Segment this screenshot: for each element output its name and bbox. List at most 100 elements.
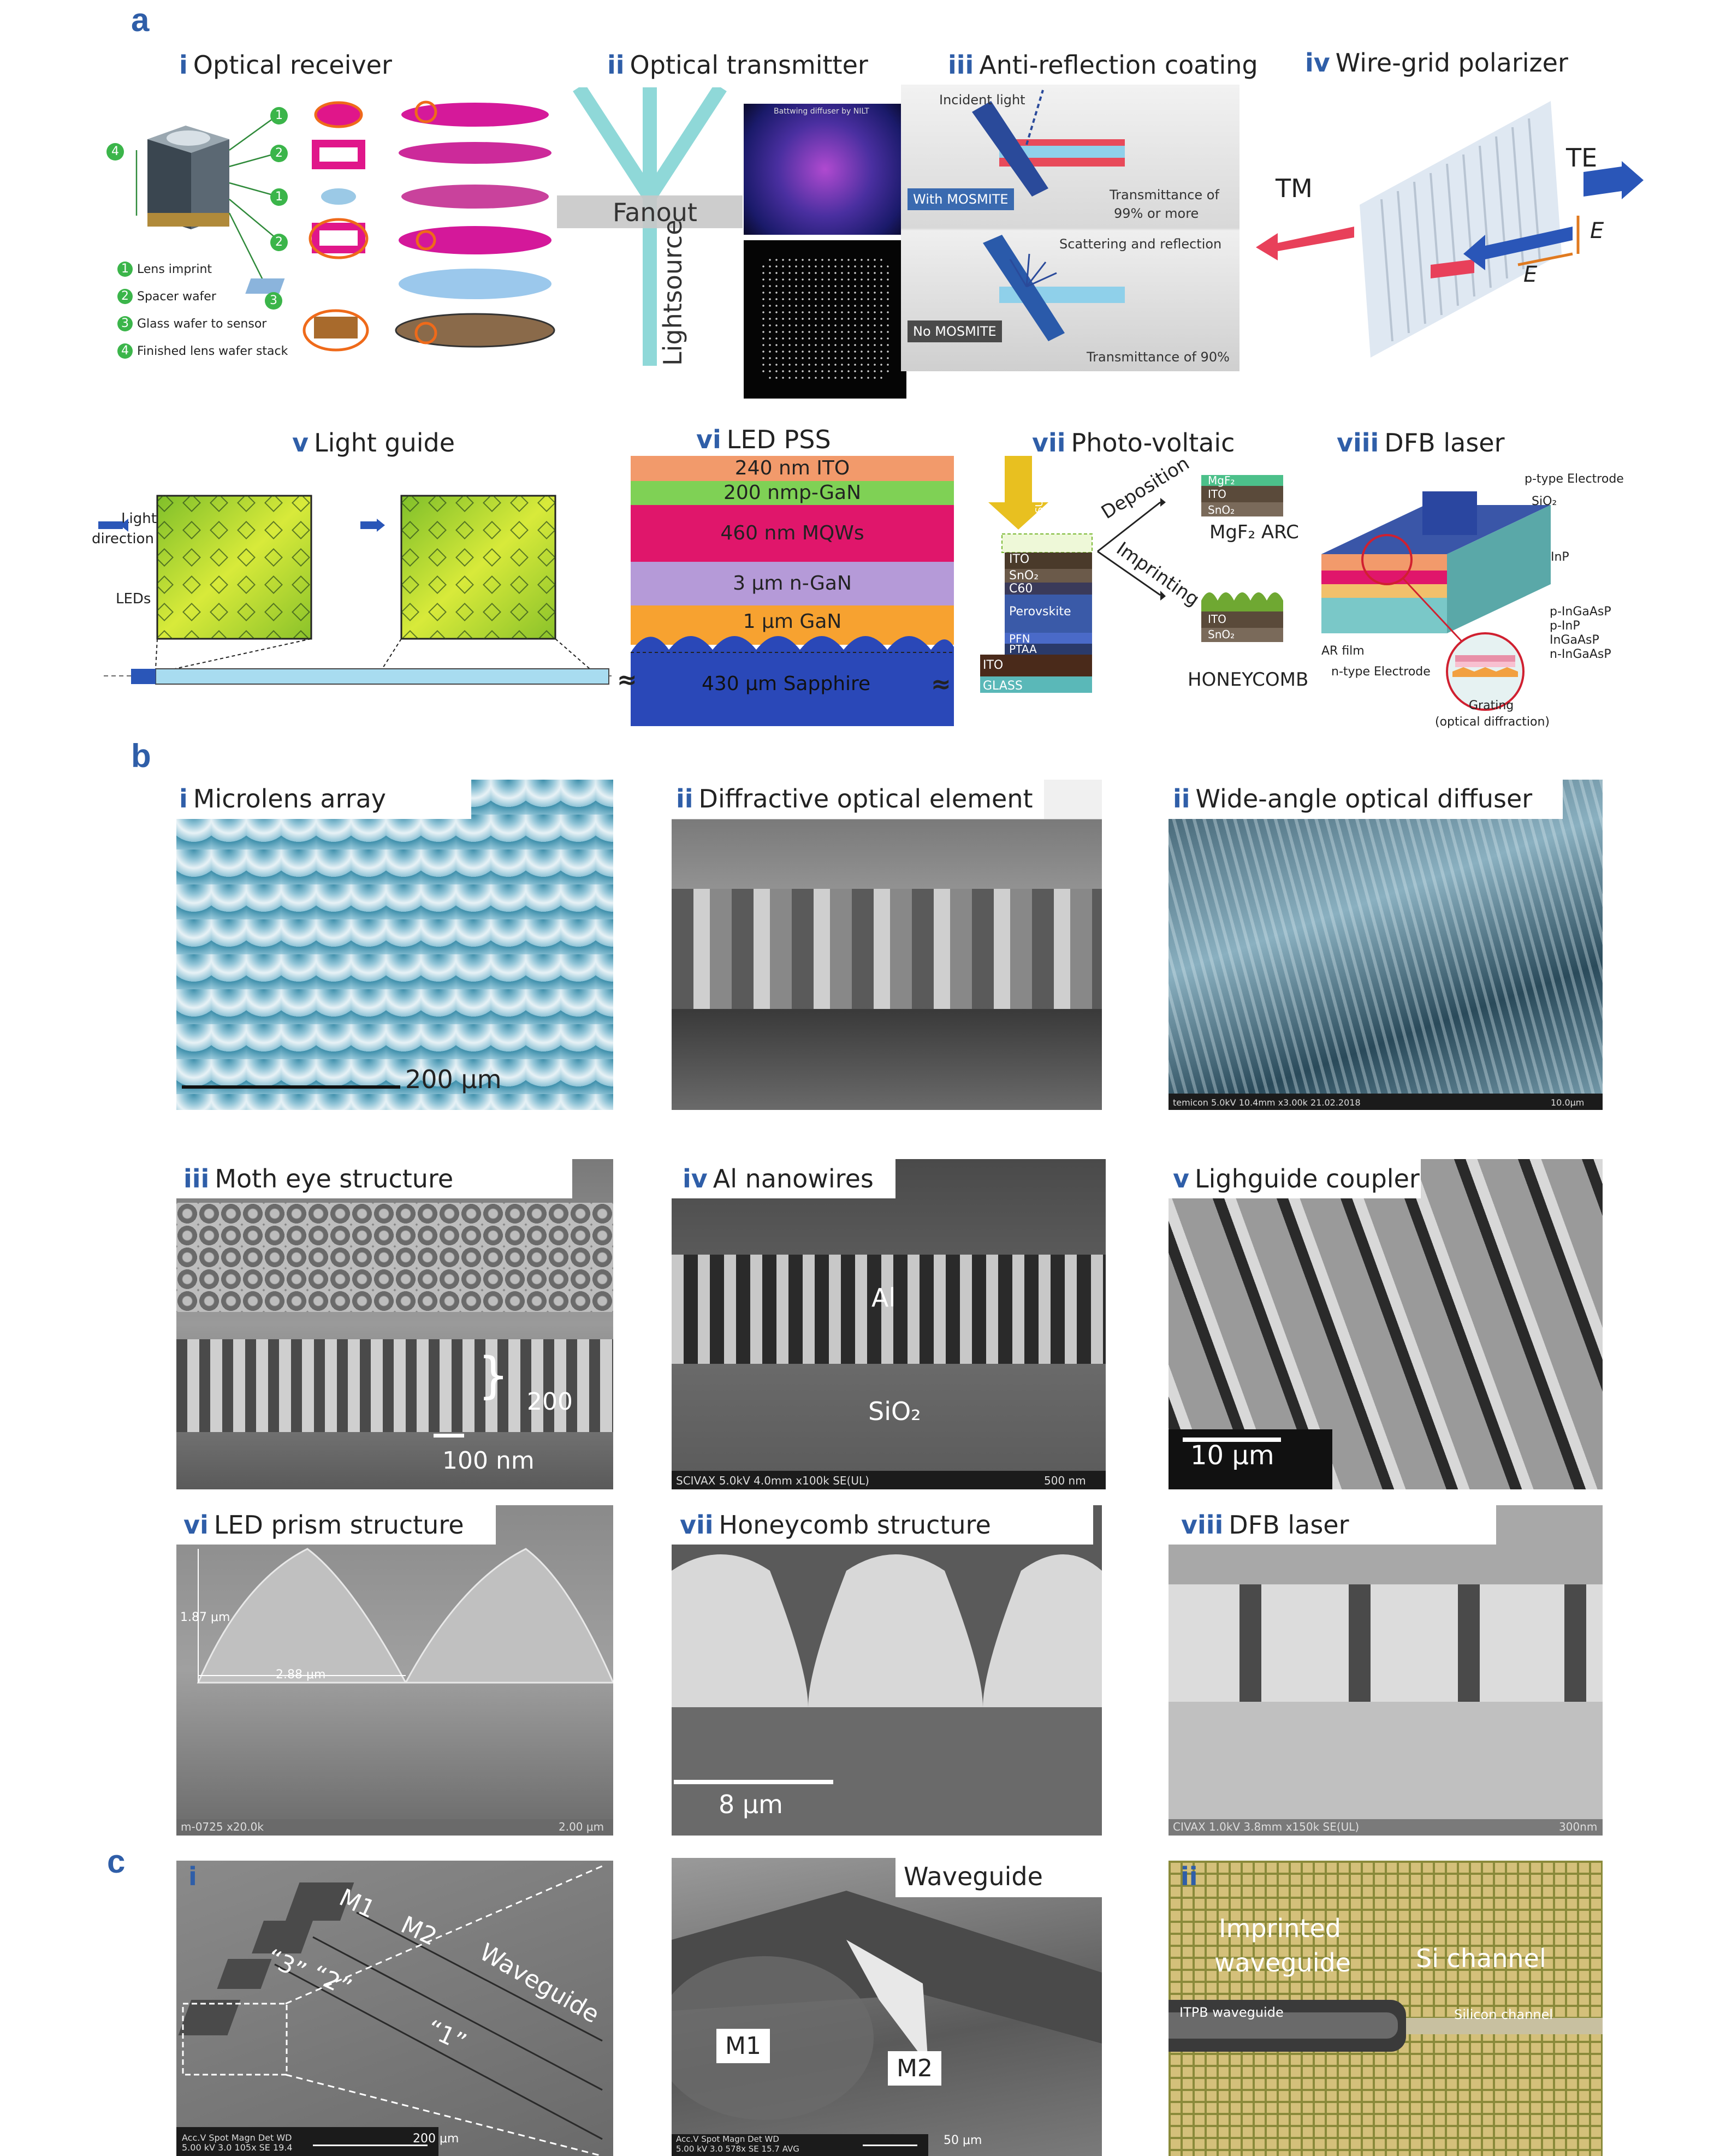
c3-silicon: Silicon channel — [1454, 2007, 1553, 2022]
moth-eye-scale: 100 nm — [442, 1447, 535, 1475]
e-field-label-2: E — [1523, 262, 1538, 287]
badge-1: 1 — [270, 107, 288, 124]
dfb-n-ingaasp: n-InGaAsP — [1550, 648, 1611, 661]
mgf2-arc-label: MgF₂ ARC — [1209, 521, 1299, 543]
sem-waveguide-overview: Acc.V Spot Magn Det WD 5.00 kV 3.0 105x … — [176, 1861, 613, 2156]
c1-scale: 200 μm — [413, 2132, 459, 2146]
top-ito: ITO — [1208, 488, 1226, 501]
transmittance-90-label: Transmittance of 90% — [1087, 349, 1230, 365]
pv-ptaa: PTAA — [1009, 643, 1037, 656]
sem-al-nanowires: SCIVAX 5.0kV 4.0mm x100k SE(UL) 500 nm — [672, 1159, 1106, 1489]
al-sem-info: SCIVAX 5.0kV 4.0mm x100k SE(UL) — [676, 1474, 869, 1487]
leds-label: LEDs — [116, 591, 151, 607]
badge-2: 2 — [270, 145, 288, 162]
bottom-ito: ITO — [1208, 613, 1226, 626]
layer-mqws: 460 nm MQWs — [631, 505, 954, 562]
break-mark-left: ≈ — [617, 666, 637, 694]
layer-ngan: 3 μm n-GaN — [631, 562, 954, 605]
dfb-p-inp: p-InP — [1550, 619, 1580, 633]
e-field-label-1: E — [1590, 218, 1604, 243]
badge-4: 4 — [106, 143, 124, 161]
wire-grid-diagram — [1256, 101, 1644, 358]
fanout-label: Fanout — [613, 198, 697, 227]
diffuser-sem-info: temicon 5.0kV 10.4mm x3.00k 21.02.2018 — [1173, 1097, 1361, 1108]
fanout-diagram — [557, 87, 743, 366]
badge-1b: 1 — [270, 188, 288, 206]
section-b-letter: b — [131, 738, 151, 774]
sem-microlens-array — [176, 780, 613, 1110]
layer-pgan: 200 nmp-GaN — [631, 481, 954, 505]
c2-scale: 50 μm — [944, 2134, 982, 2147]
al-sem-scale: 500 nm — [1044, 1474, 1086, 1487]
scattering-label: Scattering and reflection — [1059, 236, 1222, 252]
layer-ito: 240 nm ITO — [631, 456, 954, 481]
optical-receiver-diagram — [135, 100, 555, 352]
top-mgf2: MgF₂ — [1208, 474, 1235, 487]
dfb-sem-scale: 300nm — [1559, 1820, 1598, 1833]
c3-itpb: ITPB waveguide — [1179, 2005, 1284, 2020]
c2-sem-info: Acc.V Spot Magn Det WD — [676, 2134, 779, 2144]
sunlight-label: SUNLIGHT — [1034, 463, 1045, 513]
pv-c60: C60 — [1009, 582, 1033, 596]
c3-num: ii — [1181, 1862, 1198, 1891]
honeycomb-scale: 8 μm — [719, 1790, 783, 1819]
diffuser-sem-scale: 10.0μm — [1551, 1097, 1585, 1108]
incident-light-label: Incident light — [939, 92, 1025, 108]
sem-honeycomb — [672, 1505, 1102, 1836]
anti-reflection-diagram: Incident light With MOSMITE Transmittanc… — [901, 85, 1239, 371]
coupler-scale: 10 μm — [1190, 1440, 1274, 1471]
c2-m1: M1 — [716, 2029, 770, 2063]
pv-ito-bottom: ITO — [983, 658, 1004, 672]
top-sno2: SnO₂ — [1208, 503, 1235, 516]
sem-waveguide-mirror: Acc.V Spot Magn Det WD 5.00 kV 3.0 578x … — [672, 1858, 1102, 2156]
c1-num: i — [188, 1862, 197, 1891]
c2-sem-info2: 5.00 kV 3.0 578x SE 15.7 AVG — [676, 2144, 799, 2154]
microlens-scale: 200 μm — [405, 1065, 502, 1094]
pv-ito: ITO — [1009, 553, 1030, 566]
dfb-p-electrode: p-type Electrode — [1525, 472, 1624, 486]
lightsource-label: Lightsource — [658, 219, 687, 366]
moth-eye-scalebar — [434, 1434, 464, 1438]
pv-pfn: PFN — [1009, 632, 1030, 645]
dfb-sio2: SiO₂ — [1532, 495, 1557, 508]
sem-led-prism: m-0725 x20.0k 2.00 μm — [176, 1505, 613, 1836]
pv-sno2: SnO₂ — [1009, 569, 1039, 583]
te-label: TE — [1566, 143, 1598, 173]
dfb-n-electrode: n-type Electrode — [1331, 665, 1431, 679]
sem-dfb-grating: CIVAX 1.0kV 3.8mm x150k SE(UL) 300nm — [1169, 1505, 1603, 1836]
c3-waveguide: waveguide — [1214, 1948, 1351, 1977]
substrate-label: 430 μm Sapphire — [702, 673, 871, 695]
c2-waveguide: Waveguide — [904, 1862, 1043, 1891]
no-mosmite-label: No MOSMITE — [908, 320, 1002, 342]
photovoltaic-diagram — [980, 456, 1283, 693]
c1-sem-info2: 5.00 kV 3.0 105x SE 19.4 — [182, 2142, 293, 2153]
dot-pattern-image — [744, 240, 906, 399]
prism-width: 2.88 μm — [276, 1668, 326, 1682]
sem-lightguide-coupler — [1169, 1159, 1603, 1489]
dfb-p-ingaasp: p-InGaAsP — [1550, 605, 1611, 619]
sem-wide-angle-diffuser: temicon 5.0kV 10.4mm x3.00k 21.02.2018 1… — [1169, 780, 1603, 1110]
tm-label: TM — [1276, 174, 1313, 203]
moth-eye-height: 200 — [527, 1388, 573, 1416]
dfb-laser-diagram — [1321, 491, 1551, 711]
c2-m2: M2 — [888, 2051, 941, 2086]
prism-sem-info: m-0725 x20.0k — [181, 1820, 264, 1833]
sapphire-substrate — [631, 636, 954, 726]
dfb-ingaasp: InGaAsP — [1550, 633, 1599, 647]
pv-perovskite: Perovskite — [1009, 605, 1071, 619]
badge-3: 3 — [265, 292, 282, 310]
section-c-letter: c — [107, 1843, 126, 1880]
led-pss-stack: 240 nm ITO 200 nmp-GaN 460 nm MQWs 3 μm … — [631, 456, 954, 645]
dfb-ar-film: AR film — [1321, 644, 1365, 658]
badge-2b: 2 — [270, 234, 288, 251]
